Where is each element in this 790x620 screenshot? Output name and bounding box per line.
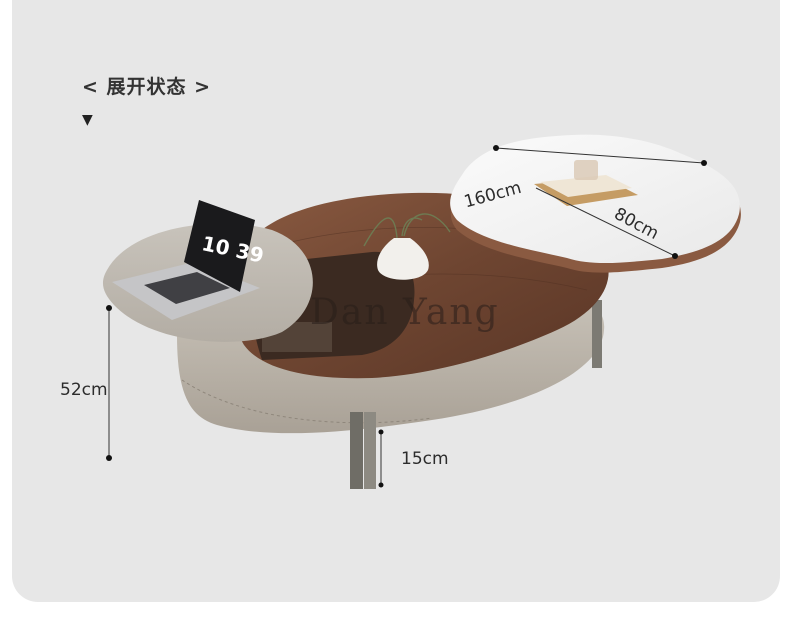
watermark-text: Dan Yang	[310, 292, 500, 333]
laptop-screen	[184, 200, 255, 292]
product-card: < 展开状态 > ▼	[12, 0, 780, 602]
dim-line-width	[535, 187, 676, 257]
front-leg-right	[364, 412, 376, 489]
height-label: 52cm	[60, 380, 108, 400]
back-leg	[592, 300, 602, 368]
state-title: < 展开状态 >	[82, 76, 212, 98]
dim-line-length	[495, 147, 705, 164]
front-leg-left	[350, 412, 363, 489]
leg-height-label: 15cm	[401, 449, 449, 469]
vase	[377, 238, 429, 280]
down-arrow-icon: ▼	[82, 112, 93, 128]
coffee-table-illustration: 10 39	[102, 134, 741, 489]
glass	[574, 160, 598, 180]
